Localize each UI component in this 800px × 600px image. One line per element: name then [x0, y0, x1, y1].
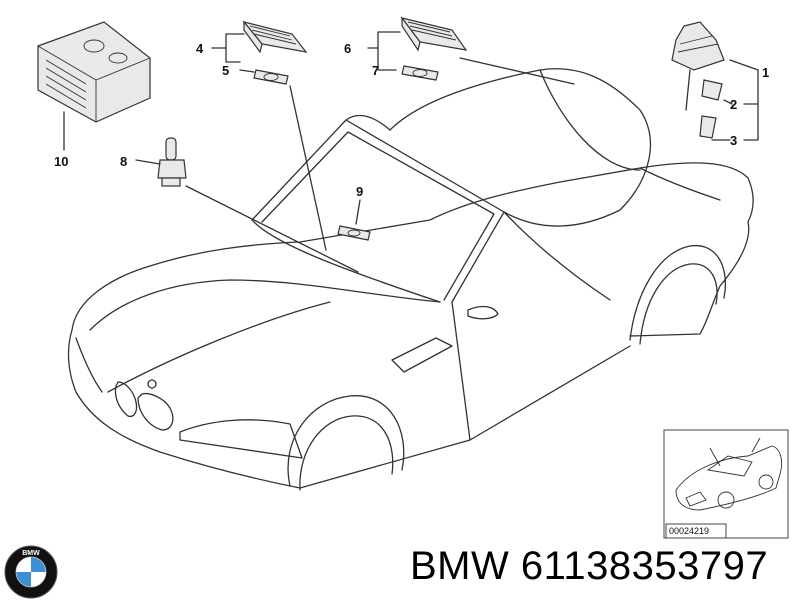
callout-8: 8: [120, 154, 127, 169]
callout-4: 4: [196, 41, 204, 56]
bmw-roundel-icon: BMW: [4, 545, 58, 599]
part-number-caption: BMW 61138353797: [410, 544, 769, 588]
callout-3: 3: [730, 133, 737, 148]
part-9-festoon-bulb[interactable]: [337, 199, 371, 241]
leader-line-6-7: [459, 57, 575, 85]
part-1-dome-lamp[interactable]: [671, 21, 759, 71]
part-7-festoon-bulb[interactable]: [401, 65, 439, 81]
callout-5: 5: [222, 63, 229, 78]
callout-6: 6: [344, 41, 351, 56]
callout-2: 2: [730, 97, 737, 112]
part-3-bulb[interactable]: [699, 115, 731, 141]
callout-10: 10: [54, 154, 68, 169]
bracket-1-2-3: [743, 69, 759, 141]
leader-line-1: [685, 69, 691, 111]
callout-labels: 1 2 3 4 5 6 7 8 9 10: [54, 41, 769, 199]
callout-1: 1: [762, 65, 769, 80]
car-illustration: [67, 68, 754, 491]
part-6-lamp-housing[interactable]: [367, 16, 468, 71]
leader-line-4-5: [289, 85, 327, 251]
inset-thumbnail: 00024219: [663, 429, 789, 539]
callout-9: 9: [356, 184, 363, 199]
part-4-lamp-housing[interactable]: [211, 20, 308, 63]
inset-code-label: 00024219: [669, 526, 709, 536]
logo-lettering: BMW: [22, 550, 40, 557]
part-8-bulb-socket[interactable]: [135, 137, 359, 273]
callout-7: 7: [372, 63, 379, 78]
part-2-bulb-holder[interactable]: [701, 79, 733, 105]
part-5-festoon-bulb[interactable]: [239, 69, 289, 85]
part-10-lamp-module[interactable]: [37, 21, 151, 151]
